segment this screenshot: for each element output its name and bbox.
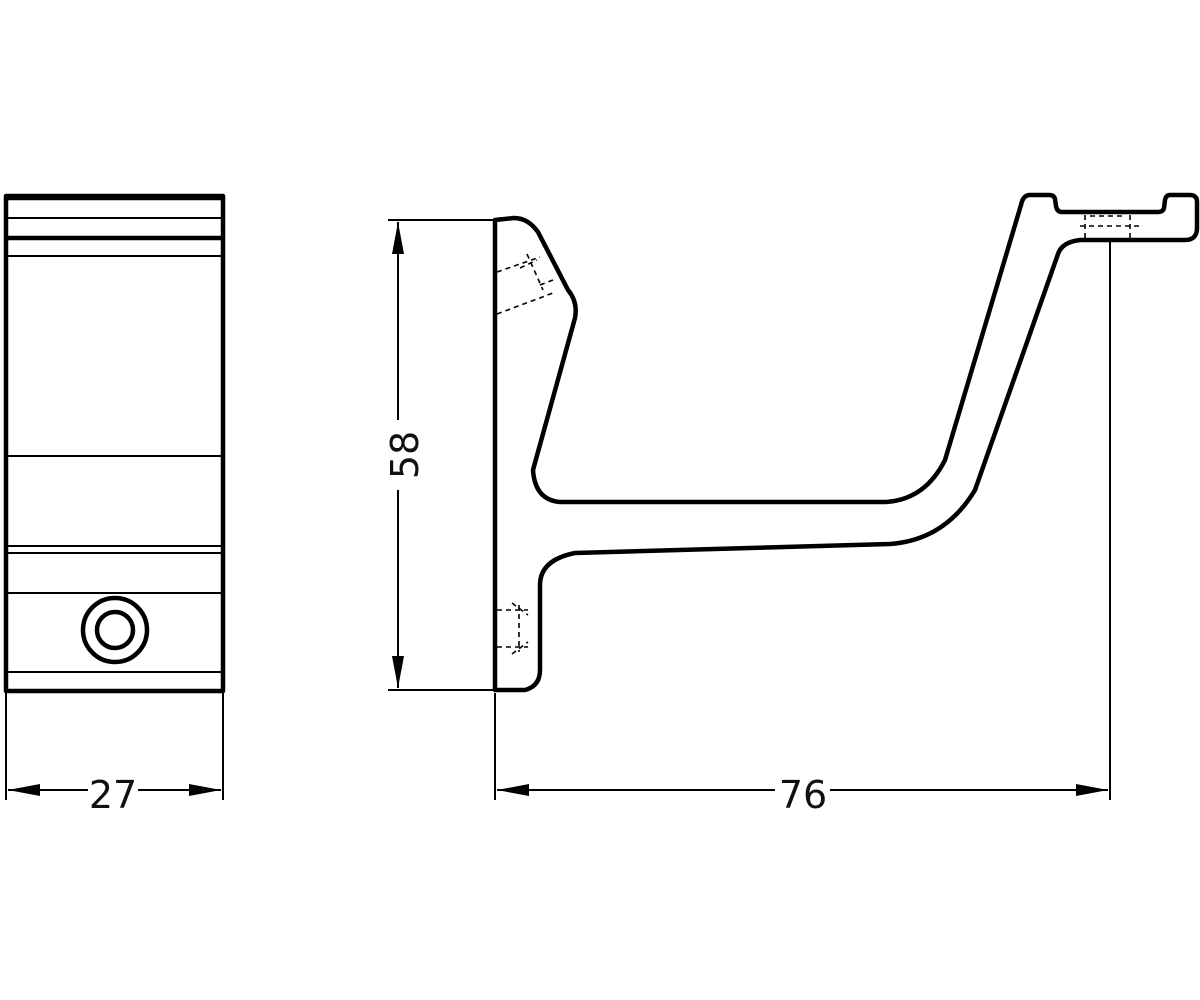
front-width-dimension: 27 xyxy=(5,693,224,817)
arrow-head xyxy=(1076,784,1108,796)
side-height-dimension: 58 xyxy=(383,219,493,691)
bracket-outline xyxy=(492,192,1200,693)
screw-hole-inner xyxy=(94,609,136,651)
side-view xyxy=(492,192,1200,693)
front-width-label: 27 xyxy=(89,773,137,817)
arrow-head xyxy=(189,784,221,796)
hidden-hole-bottom xyxy=(497,602,529,655)
arrow-head xyxy=(392,656,404,688)
screw-hole-outer xyxy=(80,595,150,665)
side-length-label: 76 xyxy=(779,773,827,817)
arrow-head xyxy=(497,784,529,796)
hidden-hole-top xyxy=(496,253,554,315)
hidden-hole-handrail xyxy=(1080,215,1140,238)
arrow-head xyxy=(392,222,404,254)
front-view xyxy=(3,193,226,694)
side-height-label: 58 xyxy=(383,431,427,479)
front-view-outline xyxy=(3,193,226,694)
side-length-dimension: 76 xyxy=(494,242,1111,817)
arrow-head xyxy=(8,784,40,796)
